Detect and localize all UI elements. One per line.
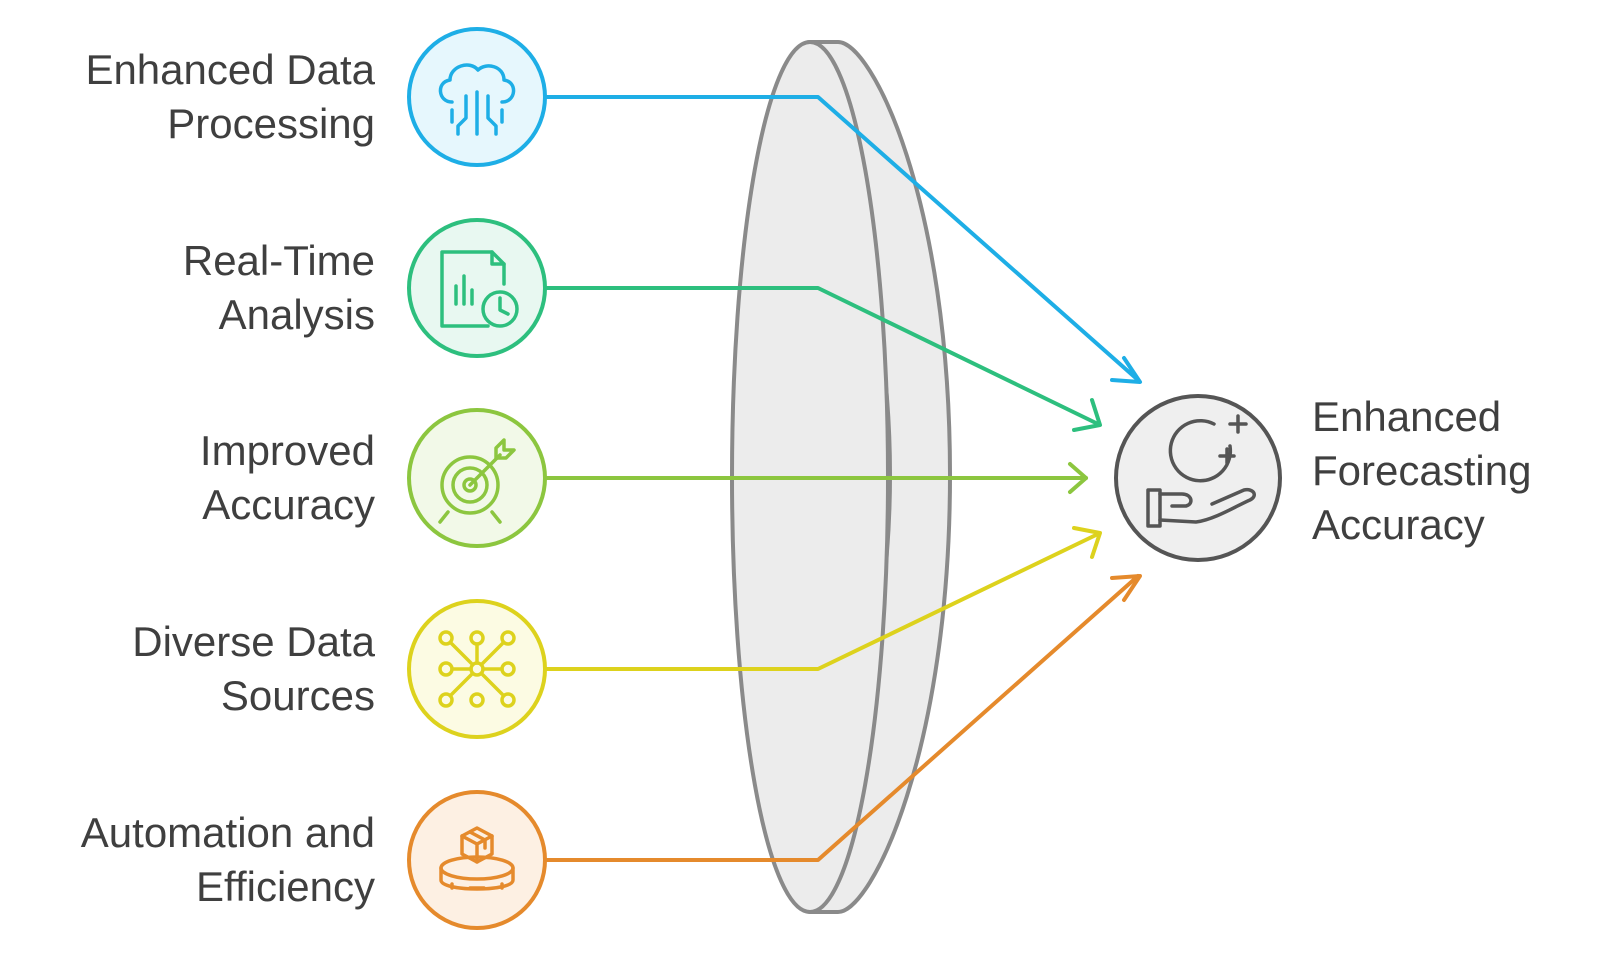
conveyor-box-icon xyxy=(439,826,515,891)
arrow-automation-and-efficiency xyxy=(544,574,1140,862)
cloud-data-icon xyxy=(438,63,516,136)
arrow-enhanced-data-processing xyxy=(544,95,1140,382)
label-line: Efficiency xyxy=(196,863,375,910)
label-automation-and-efficiency: Automation and Efficiency xyxy=(15,806,375,914)
label-enhanced-forecasting-accuracy: Enhanced Forecasting Accuracy xyxy=(1312,390,1592,552)
network-nodes-icon xyxy=(438,630,516,708)
label-line: Real-Time xyxy=(182,237,375,284)
hand-growth-icon xyxy=(1146,414,1256,528)
input-node-enhanced-data-processing xyxy=(407,27,547,167)
label-diverse-data-sources: Diverse Data Sources xyxy=(15,615,375,723)
target-arrow-icon xyxy=(438,438,516,524)
arrow-diverse-data-sources xyxy=(544,532,1100,671)
arrowhead-improved-accuracy xyxy=(1068,462,1088,494)
connector-arrows xyxy=(544,95,1142,862)
output-node-enhanced-forecasting-accuracy xyxy=(1114,394,1282,562)
label-line: Enhanced Data xyxy=(85,46,375,93)
input-node-automation-and-efficiency xyxy=(407,790,547,930)
label-line: Automation and xyxy=(80,809,375,856)
arrowhead-enhanced-data-processing xyxy=(1110,356,1142,384)
label-line: Diverse Data xyxy=(132,618,375,665)
label-line: Sources xyxy=(220,672,375,719)
label-improved-accuracy: Improved Accuracy xyxy=(15,424,375,532)
label-line: Accuracy xyxy=(1312,501,1485,548)
input-node-real-time-analysis xyxy=(407,218,547,358)
label-line: Enhanced xyxy=(1312,393,1502,440)
arrowhead-real-time-analysis xyxy=(1072,398,1102,432)
arrowhead-diverse-data-sources xyxy=(1072,526,1102,559)
arrowhead-automation-and-efficiency xyxy=(1110,574,1142,602)
label-enhanced-data-processing: Enhanced Data Processing xyxy=(15,43,375,151)
label-line: Accuracy xyxy=(202,481,375,528)
input-node-diverse-data-sources xyxy=(407,599,547,739)
report-clock-icon xyxy=(440,250,519,328)
label-line: Forecasting xyxy=(1312,447,1532,494)
label-line: Processing xyxy=(167,100,375,147)
label-line: Analysis xyxy=(218,291,375,338)
arrow-real-time-analysis xyxy=(544,286,1100,426)
label-line: Improved xyxy=(199,427,375,474)
label-real-time-analysis: Real-Time Analysis xyxy=(15,234,375,342)
input-node-improved-accuracy xyxy=(407,408,547,548)
